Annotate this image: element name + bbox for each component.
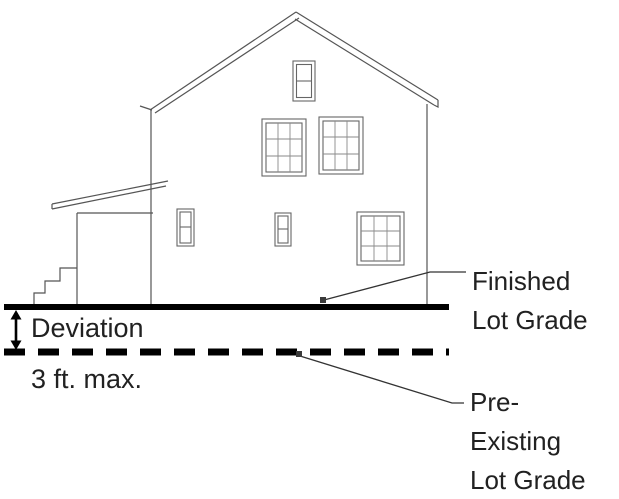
house-windows: [176, 60, 405, 266]
leader-marker-pre-existing: [296, 351, 302, 357]
deviation-max-label: 3 ft. max.: [31, 364, 143, 394]
leader-marker-finished: [320, 297, 326, 303]
leader-line-pre-existing: [299, 355, 464, 404]
finished-lot-grade-line2: Lot Grade: [472, 305, 588, 335]
pre-existing-lot-grade-label: Pre- Existing Lot Grade: [470, 383, 586, 499]
deviation-arrow-icon: [10, 310, 22, 350]
finished-lot-grade-label: Finished Lot Grade: [472, 262, 588, 340]
house-outline: [33, 11, 439, 307]
pre-existing-line1: Pre-: [470, 387, 520, 417]
finished-lot-grade-line1: Finished: [472, 266, 571, 296]
pre-existing-line2: Existing: [470, 426, 562, 456]
leader-line-finished: [323, 271, 466, 301]
deviation-label: Deviation: [31, 313, 144, 343]
pre-existing-line3: Lot Grade: [470, 465, 586, 495]
